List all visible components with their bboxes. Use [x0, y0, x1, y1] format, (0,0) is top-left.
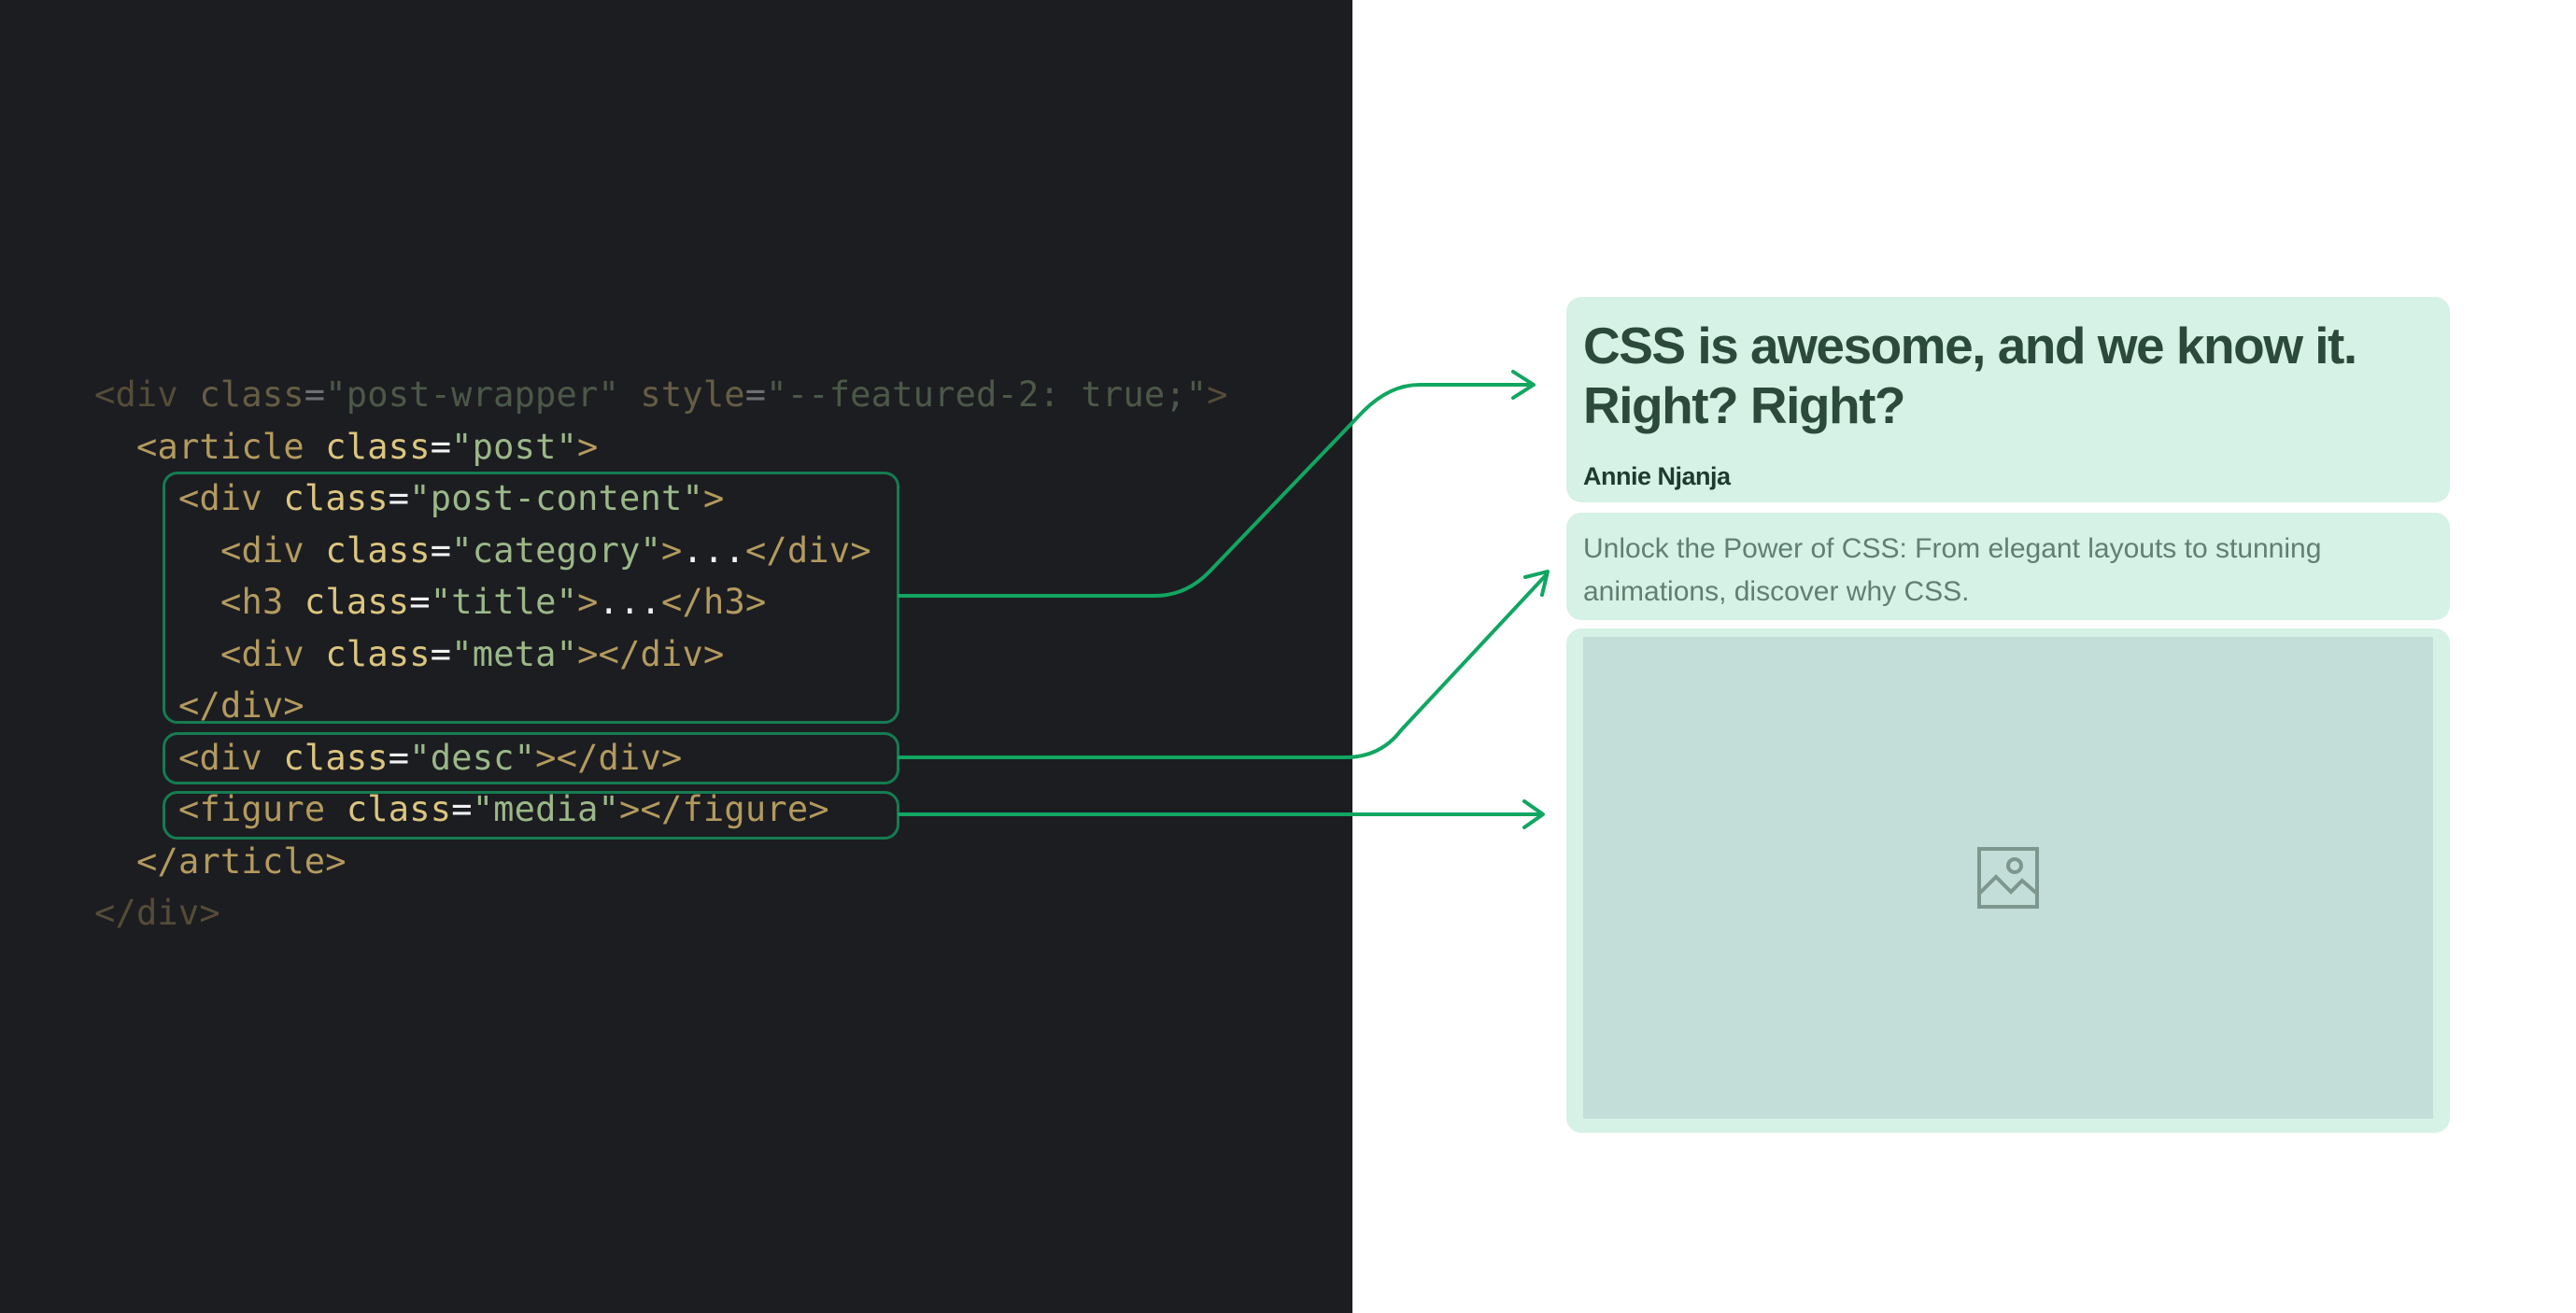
code-token-eq: = — [409, 582, 431, 622]
code-token-dots: ... — [598, 582, 662, 622]
code-token-tag: > — [661, 529, 683, 571]
code-token-attr: class — [325, 426, 431, 467]
code-token-eq: = — [430, 633, 452, 674]
post-title: CSS is awesome, and we know it. Right? R… — [1583, 317, 2357, 434]
code-token-str: "title" — [430, 582, 578, 622]
code-token-str: "post-wrapper" — [325, 374, 641, 415]
code-token-attr: class — [325, 633, 431, 674]
arrowhead-media — [1522, 799, 1545, 829]
post-desc-card: Unlock the Power of CSS: From elegant la… — [1566, 513, 2450, 620]
code-token-eq: = — [388, 478, 410, 518]
code-token-tag: ></div> — [535, 737, 683, 778]
arrowhead-desc — [1523, 570, 1550, 597]
code-token-tag: ></div> — [577, 633, 725, 674]
code-panel — [0, 0, 1352, 1313]
code-line: </div> — [178, 680, 304, 732]
code-token-tag: <figure — [178, 789, 347, 829]
code-token-tag: <div — [94, 374, 200, 415]
code-token-tag: </div> — [94, 893, 220, 933]
code-line: <div class="desc"></div> — [178, 732, 682, 784]
media-placeholder — [1583, 637, 2433, 1119]
code-token-str: "meta" — [451, 633, 578, 674]
code-line: <div class="meta"></div> — [220, 628, 724, 681]
code-line: <figure class="media"></figure> — [178, 784, 829, 836]
code-token-str: "media" — [472, 789, 620, 829]
code-line: <div class="category">...</div> — [220, 525, 871, 577]
highlight-post-content — [163, 472, 899, 724]
code-token-tag: </div> — [744, 529, 871, 571]
code-token-eq: = — [388, 737, 410, 778]
code-token-tag: </div> — [178, 685, 304, 726]
code-token-tag: > — [1207, 374, 1228, 415]
code-token-str: "desc" — [409, 737, 536, 778]
code-token-tag: </h3> — [661, 582, 767, 622]
code-token-eq: = — [304, 374, 326, 415]
code-token-tag: <div — [178, 737, 284, 778]
code-token-tag: > — [577, 426, 599, 467]
code-line: <h3 class="title">...</h3> — [220, 576, 766, 628]
code-token-attr: class — [283, 737, 389, 778]
post-media-card — [1566, 628, 2450, 1133]
code-token-dots: ... — [682, 529, 745, 571]
connector-desc — [898, 573, 1548, 759]
code-token-attr: class — [199, 374, 304, 415]
arrowhead-post-content — [1511, 370, 1536, 400]
code-line: </div> — [94, 887, 220, 939]
code-token-eq: = — [430, 426, 452, 467]
code-line: <div class="post-content"> — [178, 473, 724, 525]
code-token-tag: <div — [220, 633, 326, 674]
code-token-eq: = — [451, 789, 473, 829]
code-line: </article> — [136, 836, 347, 888]
code-token-tag: <h3 — [220, 582, 304, 622]
code-token-tag: <div — [220, 529, 326, 571]
code-line: <div class="post-wrapper" style="--featu… — [94, 369, 1228, 421]
code-token-str: "post-content" — [409, 478, 703, 518]
code-token-tag: <div — [178, 478, 284, 518]
code-token-attr: style — [640, 374, 745, 415]
post-content-card: CSS is awesome, and we know it. Right? R… — [1566, 297, 2450, 502]
code-line: <article class="post"> — [136, 421, 599, 473]
code-token-eq: = — [430, 529, 452, 571]
code-token-eq: = — [744, 374, 767, 415]
code-token-str: "category" — [451, 529, 662, 571]
code-token-tag: > — [577, 582, 599, 622]
code-token-tag: </article> — [136, 840, 347, 882]
code-token-attr: class — [346, 789, 452, 829]
post-author: Annie Njanja — [1583, 462, 1731, 490]
code-token-tag: > — [702, 478, 725, 518]
code-token-attr: class — [304, 582, 410, 622]
code-token-tag: ></figure> — [619, 789, 829, 829]
code-token-str: "--featured-2: true;" — [766, 374, 1208, 415]
connector-post-content — [898, 383, 1534, 598]
code-token-attr: class — [325, 529, 431, 571]
post-description: Unlock the Power of CSS: From elegant la… — [1583, 533, 2322, 607]
code-token-tag: <article — [136, 426, 326, 467]
code-token-attr: class — [283, 478, 389, 518]
image-placeholder-icon — [1977, 847, 2039, 909]
code-token-str: "post" — [451, 426, 578, 467]
